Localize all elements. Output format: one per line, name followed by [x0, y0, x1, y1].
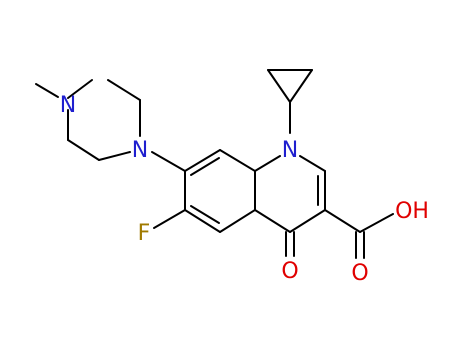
bond	[219, 209, 256, 233]
bond-double-inner	[190, 157, 220, 176]
atom-n-piperazine: N	[132, 138, 148, 163]
bond	[184, 149, 221, 172]
bond-piperazine-link	[151, 151, 186, 172]
bond	[267, 69, 291, 103]
bond	[67, 79, 93, 99]
atom-carbonyl-oxygen: O	[351, 261, 368, 286]
atom-n-quinolone: N	[282, 138, 298, 163]
bond	[289, 69, 313, 103]
cyclopropyl-ring	[267, 69, 313, 103]
bond-methyl	[35, 83, 59, 98]
piperazine-ring	[67, 79, 141, 161]
bond	[98, 151, 131, 161]
bond	[184, 209, 221, 233]
bond	[107, 79, 141, 101]
bond-carboxyl	[324, 209, 361, 233]
bond	[254, 209, 291, 233]
benzene-ring	[184, 149, 256, 233]
bond-double-inner	[190, 205, 220, 224]
bond	[299, 155, 326, 172]
bond-hydroxyl	[359, 213, 394, 233]
bond	[254, 155, 281, 172]
bond	[289, 209, 326, 233]
atom-fluorine: F	[138, 221, 151, 246]
atom-hydroxyl: OH	[395, 199, 429, 224]
bond	[67, 139, 100, 161]
atom-keto-oxygen: O	[281, 259, 298, 284]
pyridone-ring	[254, 155, 326, 233]
bond-fluorine	[153, 209, 186, 229]
atom-n-methyl: N	[60, 93, 76, 118]
bond	[219, 149, 256, 172]
